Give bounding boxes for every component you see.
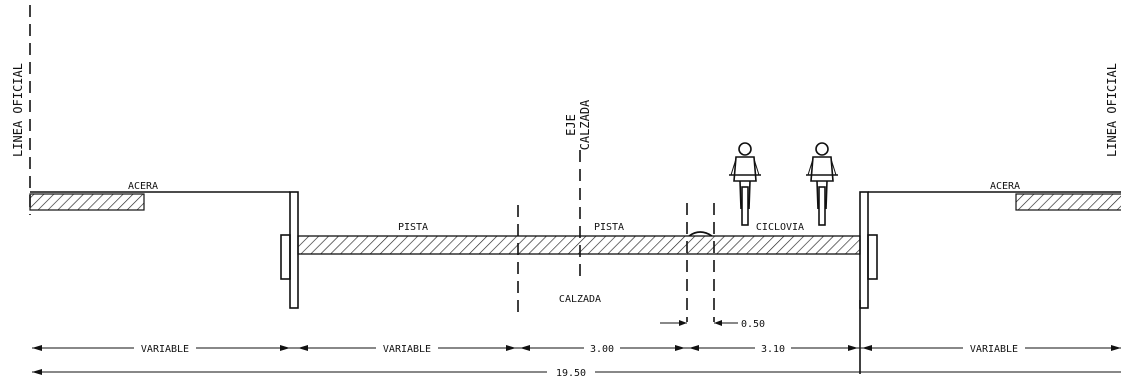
dim-seg3-label: 3.00 [590, 344, 614, 355]
acera-left-label: ACERA [128, 181, 158, 192]
cyclist-icon [729, 142, 761, 226]
dim-seg4-label: 3.10 [761, 344, 785, 355]
dim-label-bg [584, 341, 620, 355]
right-sidewalk [868, 191, 1121, 211]
dim-label-bg [134, 341, 196, 355]
linea-oficial-right-label: LINEA OFICIAL [1105, 63, 1119, 157]
offset-dimension [660, 320, 738, 326]
dim-seg5-label: VARIABLE [970, 344, 1018, 355]
dim-seg1-label: VARIABLE [141, 344, 189, 355]
cyclist-icon [806, 142, 838, 226]
dim-label-bg [376, 341, 438, 355]
eje-label: EJE [564, 114, 578, 136]
linea-oficial-left-label: LINEA OFICIAL [11, 63, 25, 157]
ciclovia-label: CICLOVIA [756, 222, 804, 233]
dim-seg2-label: VARIABLE [383, 344, 431, 355]
bike-lane-separator [688, 231, 713, 237]
right-curb [859, 191, 878, 309]
dim-label-bg [963, 341, 1025, 355]
dim-label-bg [547, 364, 595, 376]
dim-total-label: 19.50 [556, 368, 586, 376]
roadway-slab [297, 235, 861, 255]
left-sidewalk [29, 191, 290, 211]
offset-050-label: 0.50 [741, 319, 765, 330]
acera-right-label: ACERA [990, 181, 1020, 192]
dim-label-bg [755, 341, 791, 355]
dimension-row-1 [32, 345, 1121, 351]
calzada-axis-label: CALZADA [578, 99, 592, 150]
pista-left-label: PISTA [398, 222, 428, 233]
pista-center-label: PISTA [594, 222, 624, 233]
left-curb [280, 191, 299, 309]
calzada-label: CALZADA [559, 294, 601, 305]
